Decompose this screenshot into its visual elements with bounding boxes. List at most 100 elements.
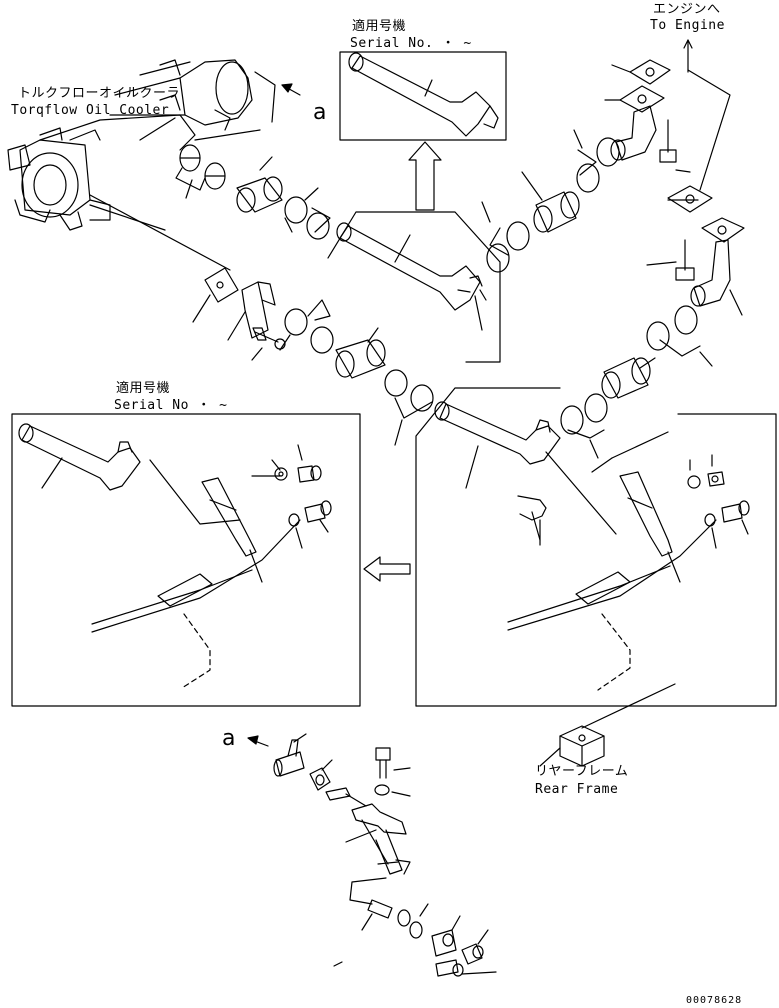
tube-bottom-line — [349, 877, 387, 905]
leader-bolt-bt — [393, 767, 411, 771]
leader-bolt-left-2 — [319, 519, 329, 533]
label-engine-en: To Engine — [650, 18, 725, 33]
clamp-set-3 — [284, 308, 334, 354]
leader-bolt-left-1 — [297, 444, 303, 461]
bolt-left-2 — [304, 500, 332, 523]
tube-variant-center — [336, 222, 483, 311]
frame-edge-right-1 — [507, 519, 717, 631]
leader-to-a — [254, 71, 276, 123]
frame-plate-left — [157, 573, 213, 607]
leader-clamp-4 — [394, 397, 433, 419]
leader-hose-2 — [367, 327, 379, 343]
leader-tube-left — [41, 457, 63, 489]
leader-hose-1 — [259, 156, 273, 171]
label-ref-a-top: a — [313, 100, 327, 125]
leader-elbow — [227, 311, 246, 341]
leader-hose-3 — [521, 171, 543, 201]
bolt-right-2 — [721, 500, 750, 523]
label-engine-jp: エンジンへ — [653, 2, 721, 17]
label-rear-frame-jp: リヤーフレーム — [535, 764, 629, 779]
clamp-set-8 — [560, 393, 608, 435]
flange-top-right — [629, 59, 671, 85]
leader-clamp-2b — [304, 187, 319, 201]
label-serial-top-en: Serial No. ・ ~ — [350, 36, 472, 51]
oil-cooler-assembly — [7, 59, 253, 231]
clamp-set-1 — [179, 144, 226, 190]
leader-right-bracket-line — [545, 451, 617, 535]
serial-panel-right-left-edge — [415, 387, 561, 707]
label-rear-frame-en: Rear Frame — [535, 782, 619, 797]
frame-edge-left-2 — [91, 569, 253, 625]
nut-right-1 — [707, 471, 725, 487]
fitting-bottom-1 — [273, 739, 305, 777]
flange-3-right — [667, 185, 713, 213]
serial-panel-left — [11, 413, 361, 707]
leader-clamp-8 — [567, 429, 605, 439]
leader-bracket-right — [667, 551, 681, 583]
tube-variant-left — [18, 423, 141, 491]
leader-clamp-2 — [311, 207, 331, 233]
label-serial-left-jp: 適用号機 — [116, 381, 171, 396]
leader-center-tube — [394, 234, 411, 263]
callout-center-variant — [327, 211, 501, 363]
label-serial-top-jp: 適用号機 — [352, 19, 407, 34]
label-ref-a-bottom: a — [222, 726, 236, 751]
bolt-left-1 — [297, 465, 322, 483]
leader-fitting-b2 — [451, 915, 461, 931]
leader-hose-4 — [639, 357, 656, 369]
leader-clamp-7b — [699, 351, 713, 367]
leader-bolt-right-2 — [741, 519, 749, 535]
clamp-set-4 — [384, 369, 434, 412]
washer-right-1 — [687, 475, 701, 489]
elbow-lower-right — [690, 239, 731, 307]
frame-edge-left-1 — [91, 519, 301, 633]
leader-cooler-port — [139, 117, 176, 141]
leader-clamp-6 — [489, 227, 509, 256]
flange-gasket-left — [204, 267, 239, 303]
center-bolt — [479, 289, 487, 301]
leader-clamp-b — [419, 903, 429, 917]
leader-tube-right — [465, 445, 479, 489]
serial-box-top — [339, 51, 507, 141]
flange-4-right — [701, 217, 745, 243]
hose-4 — [601, 357, 651, 399]
label-cooler-en: Torqflow Oil Cooler — [11, 103, 170, 118]
clamp-set-7 — [646, 305, 698, 351]
leader-cooler-flange — [89, 194, 231, 271]
label-serial-left-en: Serial No ・ ~ — [114, 398, 228, 413]
leader-washer-left-2 — [295, 527, 303, 549]
leader-fitting-1 — [293, 733, 307, 743]
hose-2 — [335, 339, 386, 379]
washer-left-2 — [288, 513, 300, 527]
u-bolt-right — [517, 495, 547, 541]
leader-clip-3 — [361, 819, 389, 865]
washer-left-1 — [274, 467, 288, 481]
leader-clamp-1b — [185, 179, 193, 199]
leader-gasket — [192, 294, 211, 323]
clamp-set-6 — [486, 221, 530, 273]
bolt-left — [252, 327, 286, 350]
hose-1 — [236, 176, 283, 213]
leader-left-bracket-line — [149, 459, 241, 525]
bolt-upper-right — [659, 119, 677, 163]
leader-bolt-left — [251, 347, 263, 361]
leader-elbow-lr — [729, 289, 743, 316]
hose-bottom — [367, 899, 393, 919]
hidden-line-left — [181, 613, 211, 689]
panel-right-notch-2 — [611, 431, 669, 459]
leader-hose-b — [361, 913, 373, 931]
hidden-line-right — [597, 613, 631, 691]
frame-edge-right-2 — [507, 565, 671, 623]
rear-frame-block — [559, 725, 605, 767]
clamp-set-2 — [284, 196, 330, 240]
leader-clamp-5 — [577, 149, 597, 176]
leader-rear-frame-label — [539, 747, 561, 767]
leader-top-tube — [424, 79, 433, 97]
leader-bracket-left — [249, 549, 263, 583]
leader-cooler-clamp — [194, 129, 261, 141]
hose-3 — [533, 191, 580, 233]
tube-variant-right — [434, 401, 561, 465]
bolt-bottom-top — [375, 747, 391, 779]
fitting-bottom-2 — [431, 929, 457, 957]
